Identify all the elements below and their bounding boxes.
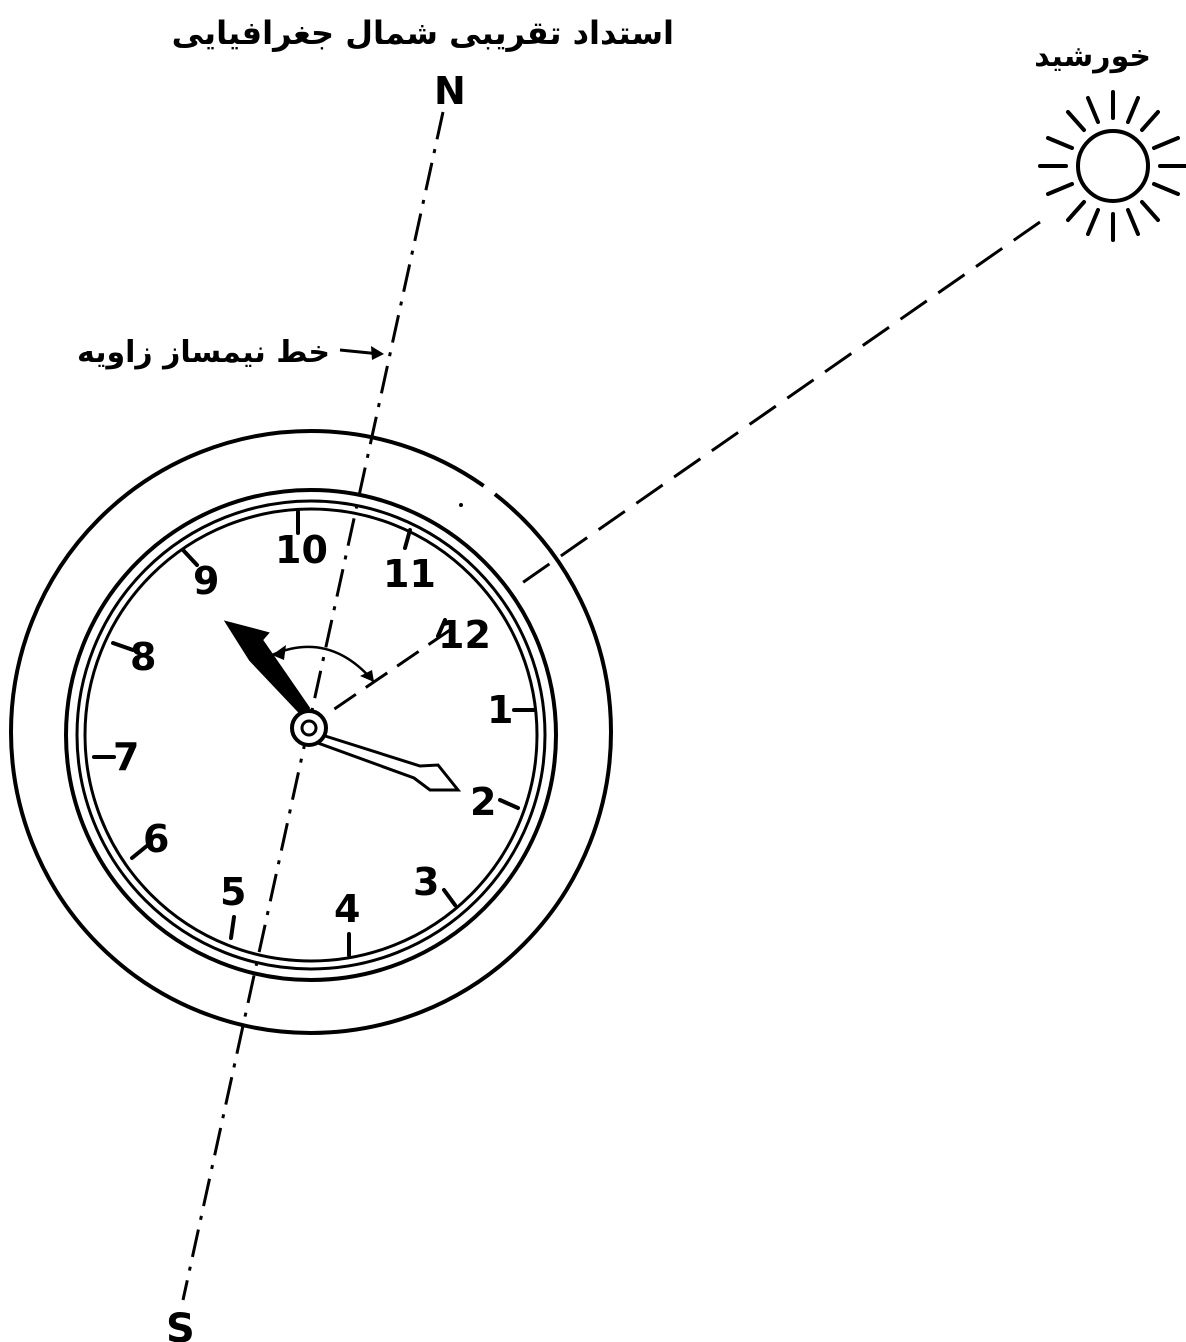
- twelve-oclock-line: [330, 630, 450, 712]
- north-south-line: [183, 112, 443, 1300]
- bisector-line-label: خط نیمساز زاویه: [77, 335, 330, 370]
- tick-3: [444, 890, 455, 905]
- tick-11: [405, 530, 410, 548]
- hour-label-2: 2: [470, 780, 496, 824]
- hour-label-9: 9: [193, 559, 219, 603]
- sun-icon: [1040, 92, 1186, 240]
- angle-arc-arrow-right: [360, 670, 374, 682]
- hour-label-10: 10: [275, 528, 328, 572]
- north-direction-label: استداد تقریبی شمال جغرافیایی: [172, 14, 674, 52]
- hour-label-6: 6: [143, 817, 169, 861]
- tick-2: [500, 800, 518, 808]
- dial-dot: [459, 503, 463, 507]
- sun-label: خورشید: [1034, 39, 1151, 74]
- south-label: S: [166, 1306, 195, 1342]
- hour-label-1: 1: [487, 688, 513, 732]
- hour-label-12: 12: [438, 613, 491, 657]
- bisector-pointer-head: [371, 346, 384, 360]
- tick-5: [231, 917, 234, 938]
- hour-label-7: 7: [113, 735, 139, 779]
- hour-label-3: 3: [413, 860, 439, 904]
- hour-hand-icon: [226, 622, 309, 714]
- north-label: N: [434, 69, 466, 113]
- center-pivot-inner: [302, 721, 316, 735]
- minute-hand-icon: [318, 735, 458, 790]
- hour-label-5: 5: [220, 870, 246, 914]
- hour-label-11: 11: [383, 552, 436, 596]
- hour-label-8: 8: [130, 635, 156, 679]
- hour-label-4: 4: [334, 887, 360, 931]
- sun-ray-line: [512, 222, 1040, 590]
